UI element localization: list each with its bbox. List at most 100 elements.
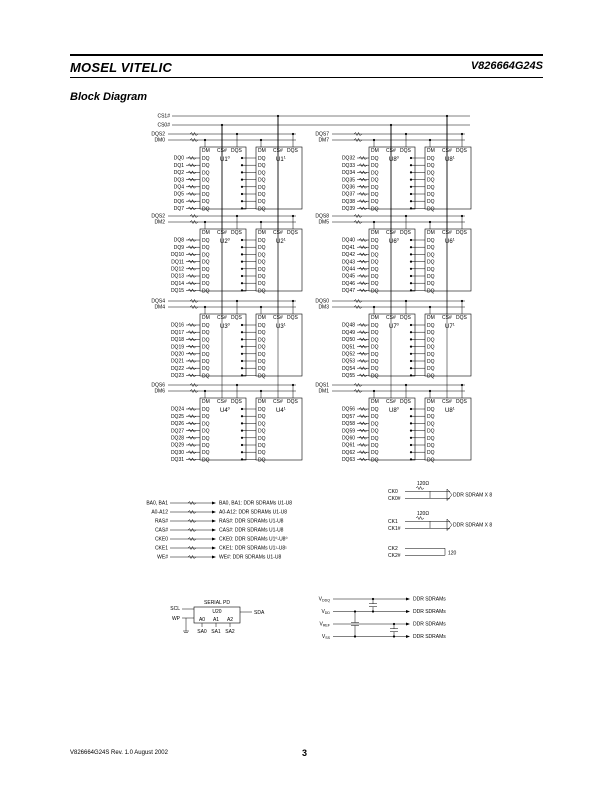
resistor-symbol bbox=[358, 322, 368, 328]
chip-name-superscript: 0 bbox=[228, 155, 231, 160]
chip-pin-dqs: DQS bbox=[456, 399, 468, 405]
resistor-symbol bbox=[187, 366, 197, 371]
chip-pin-dq: DQ bbox=[258, 421, 266, 427]
address-signal-target: A0-A12: DDR SDRAMs U1-U8 bbox=[219, 510, 287, 516]
chip-pin-dq: DQ bbox=[371, 156, 379, 162]
junction-dot bbox=[259, 138, 263, 142]
sdram-chip bbox=[368, 146, 416, 210]
chip-pin-dq: DQ bbox=[258, 260, 266, 266]
chip-name: U70 bbox=[389, 322, 400, 331]
resistor-symbol bbox=[187, 177, 197, 182]
chip-pin-dq: DQ bbox=[371, 281, 379, 287]
junction-dot bbox=[240, 178, 244, 181]
chip-pin-dq: DQ bbox=[371, 359, 379, 365]
sdram-chip bbox=[255, 228, 303, 292]
chip-pin-dq: DQ bbox=[202, 429, 210, 435]
chip-pin-dq: DQ bbox=[258, 206, 266, 212]
dq-line-label: DQ28 bbox=[171, 436, 184, 442]
clock-pos-label: CK2 bbox=[388, 546, 398, 552]
junction-dot bbox=[409, 171, 413, 174]
resistor-symbol bbox=[189, 213, 199, 219]
dq-line-label: DQ18 bbox=[171, 337, 184, 343]
chip-pin-dq: DQ bbox=[371, 245, 379, 251]
junction-dot bbox=[240, 367, 244, 370]
resistor-symbol bbox=[353, 137, 363, 143]
resistor-symbol bbox=[187, 450, 197, 455]
dq-line-label: DQ56 bbox=[342, 407, 355, 413]
power-rail-target: DDR SDRAMs bbox=[413, 597, 446, 603]
chip-pin-dq: DQ bbox=[427, 407, 435, 413]
resistor-symbol bbox=[358, 344, 368, 349]
junction-dot bbox=[372, 138, 376, 142]
dqs-label: DQS2 bbox=[151, 132, 165, 138]
chip-pin-cs: CS# bbox=[217, 399, 227, 405]
address-signal-name: CAS# bbox=[155, 528, 168, 534]
header-rule-top bbox=[70, 54, 543, 56]
eeprom-name: U20 bbox=[212, 609, 221, 615]
junction-dot bbox=[291, 214, 295, 218]
resistor-symbol bbox=[187, 170, 197, 175]
junction-dot bbox=[353, 635, 357, 638]
chip-pin-dqs: DQS bbox=[287, 315, 299, 321]
clock-buffer bbox=[446, 518, 453, 532]
dm-label: DM0 bbox=[154, 138, 165, 144]
chip-pin-dq: DQ bbox=[258, 192, 266, 198]
power-rail-name: VSS bbox=[322, 634, 331, 640]
chip-pin-dq: DQ bbox=[258, 414, 266, 420]
junction-dot bbox=[409, 178, 413, 181]
chip-pin-dq: DQ bbox=[371, 274, 379, 280]
junction-dot bbox=[240, 415, 244, 418]
chip-pin-dq: DQ bbox=[427, 373, 435, 379]
serial-address-label: SA2 bbox=[225, 629, 235, 635]
resistor-symbol bbox=[187, 337, 197, 342]
junction-dot bbox=[240, 238, 244, 242]
chip-pin-dm: DM bbox=[202, 399, 210, 405]
dq-line-label: DQ5 bbox=[174, 192, 185, 198]
resistor-symbol bbox=[358, 414, 368, 419]
chip-pin-dq: DQ bbox=[371, 345, 379, 351]
chip-name: U20 bbox=[220, 237, 231, 246]
dq-line-label: DQ38 bbox=[342, 199, 355, 205]
chip-name-superscript: 1 bbox=[453, 155, 456, 160]
junction-dot bbox=[409, 359, 413, 363]
dqs-label: DQS4 bbox=[151, 299, 165, 305]
chip-pin-dm: DM bbox=[258, 148, 266, 154]
chip-pin-dq: DQ bbox=[427, 323, 435, 329]
chip-pin-dq: DQ bbox=[258, 163, 266, 169]
chip-pin-dq: DQ bbox=[258, 345, 266, 351]
dq-line-label: DQ44 bbox=[342, 267, 355, 273]
junction-dot bbox=[259, 220, 263, 224]
eeprom-pin: A2 bbox=[227, 617, 233, 623]
resistor-symbol bbox=[189, 388, 199, 394]
power-rail-target: DDR SDRAMs bbox=[413, 634, 446, 640]
junction-dot bbox=[203, 389, 207, 393]
dq-line-label: DQ20 bbox=[171, 352, 184, 358]
arrow-head bbox=[212, 537, 216, 541]
chip-pin-dq: DQ bbox=[202, 359, 210, 365]
junction-dot bbox=[371, 610, 375, 613]
dqs-label: DQS7 bbox=[315, 132, 329, 138]
dq-line-label: DQ16 bbox=[171, 323, 184, 329]
resistor-symbol bbox=[358, 237, 368, 243]
power-rail-subscript: DDQ bbox=[322, 598, 330, 602]
chip-pin-dq: DQ bbox=[202, 170, 210, 176]
chip-pin-dq: DQ bbox=[427, 359, 435, 365]
chip-pin-dm: DM bbox=[202, 148, 210, 154]
dq-line-label: DQ50 bbox=[342, 337, 355, 343]
chip-pin-dq: DQ bbox=[258, 267, 266, 273]
power-rail-subscript: DD bbox=[325, 611, 331, 615]
resistor-symbol bbox=[358, 273, 368, 279]
chip-name: U10 bbox=[220, 155, 231, 164]
chip-pin-dq: DQ bbox=[427, 457, 435, 463]
junction-dot bbox=[240, 253, 244, 256]
resistor-symbol bbox=[358, 442, 368, 448]
dm-label: DM7 bbox=[318, 138, 329, 144]
chip-pin-dq: DQ bbox=[258, 156, 266, 162]
chip-pin-dm: DM bbox=[371, 230, 379, 236]
chip-pin-dqs: DQS bbox=[231, 399, 243, 405]
junction-dot bbox=[203, 138, 207, 142]
chip-pin-dqs: DQS bbox=[231, 230, 243, 236]
dq-line-label: DQ22 bbox=[171, 366, 184, 372]
